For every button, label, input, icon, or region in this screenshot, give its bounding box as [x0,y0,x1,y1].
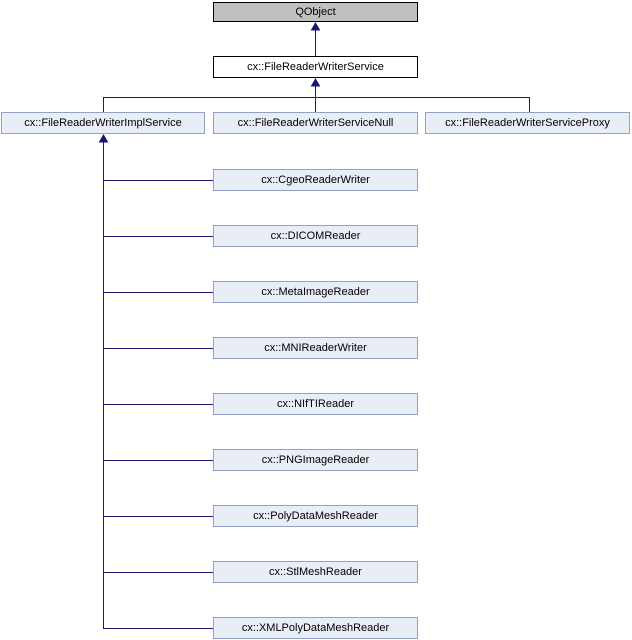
class-node-png-image-reader[interactable]: cx::PNGImageReader [213,449,418,471]
class-node-qobject: QObject [213,2,418,22]
arrowhead-to-impl-service [98,133,109,143]
class-node-file-reader-writer-service-null[interactable]: cx::FileReaderWriterServiceNull [213,112,418,134]
class-node-meta-image-reader[interactable]: cx::MetaImageReader [213,281,418,303]
class-node-nifti-reader[interactable]: cx::NIfTIReader [213,393,418,415]
class-node-poly-data-mesh-reader[interactable]: cx::PolyDataMeshReader [213,505,418,527]
class-node-dicom-reader[interactable]: cx::DICOMReader [213,225,418,247]
class-node-file-reader-writer-service-proxy[interactable]: cx::FileReaderWriterServiceProxy [425,112,630,134]
class-node-file-reader-writer-service: cx::FileReaderWriterService [213,56,418,78]
class-node-mni-reader-writer[interactable]: cx::MNIReaderWriter [213,337,418,359]
class-node-file-reader-writer-impl-service[interactable]: cx::FileReaderWriterImplService [1,112,205,134]
class-node-cgeo-reader-writer[interactable]: cx::CgeoReaderWriter [213,169,418,191]
arrowhead-to-qobject [310,21,321,31]
class-node-stl-mesh-reader[interactable]: cx::StlMeshReader [213,561,418,583]
class-node-xml-poly-data-mesh-reader[interactable]: cx::XMLPolyDataMeshReader [213,617,418,639]
arrowhead-to-service [310,77,321,87]
